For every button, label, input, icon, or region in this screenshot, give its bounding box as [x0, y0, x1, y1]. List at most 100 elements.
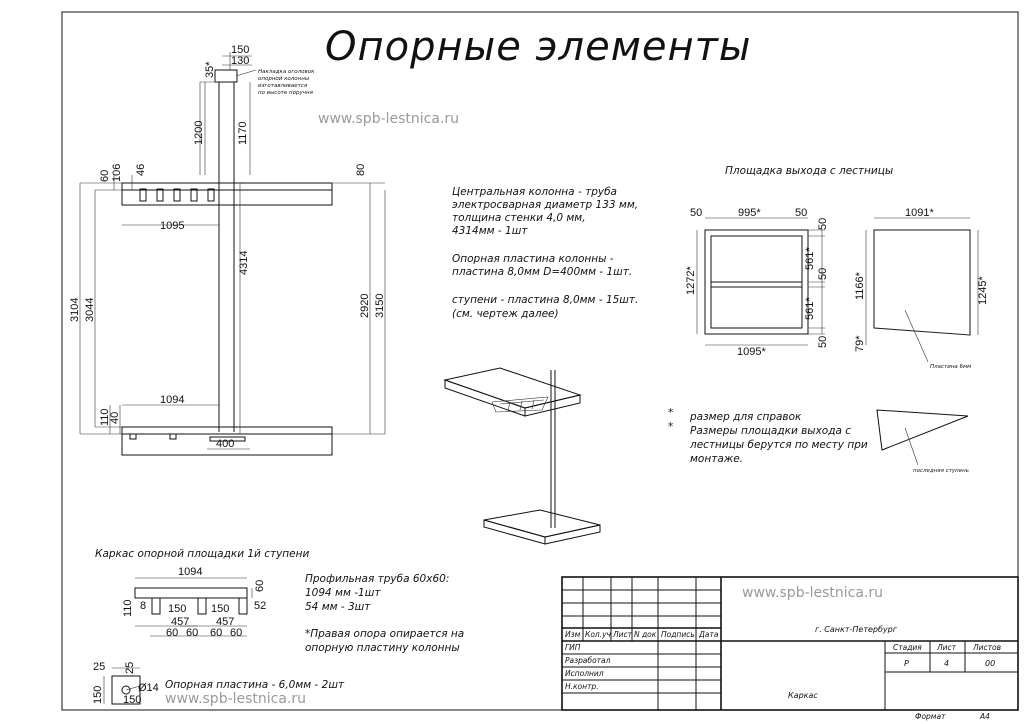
tb-sheet: 4: [944, 659, 949, 668]
dim-110: 110: [99, 408, 111, 426]
fr-dim-60: 60: [254, 580, 266, 592]
tb-watermark: www.spb-lestnica.ru: [742, 585, 883, 601]
svg-text:размер для справок: размер для справок: [689, 411, 802, 423]
svg-text:пластина 8,0мм D=400мм - 1шт.: пластина 8,0мм D=400мм - 1шт.: [452, 266, 632, 278]
tb-h-podpis: Подпись: [661, 630, 695, 639]
dim-400: 400: [216, 438, 234, 450]
pp-dim-79: 79*: [854, 335, 866, 352]
title-block: [561, 576, 1019, 711]
pd-dim-150b: 150: [123, 694, 141, 706]
tb-h-list: Лист: [612, 630, 633, 639]
svg-text:(см. чертеж далее): (см. чертеж далее): [452, 308, 559, 320]
svg-text:изготавливается: изготавливается: [258, 83, 308, 89]
pl-dim-50a: 50: [690, 207, 702, 219]
pd-dim-150a: 150: [92, 686, 104, 704]
frame-drawing: [134, 577, 253, 637]
svg-text:по высоте поручня: по высоте поручня: [258, 90, 314, 96]
svg-text:ступени - пластина 8,0мм - 15ш: ступени - пластина 8,0мм - 15шт.: [452, 294, 638, 306]
svg-text:монтаже.: монтаже.: [690, 453, 743, 465]
svg-text:опорную пластину колонны: опорную пластину колонны: [305, 642, 460, 654]
svg-text:Накладка оголовок: Накладка оголовок: [258, 69, 315, 75]
pl-dim-50b: 50: [795, 207, 807, 219]
fr-dim-1094: 1094: [178, 566, 202, 578]
tb-stage: Р: [904, 659, 909, 668]
dim-46: 46: [135, 164, 147, 176]
side-view: [79, 52, 386, 456]
fr-dim-150b: 150: [211, 603, 229, 615]
dim-60: 60: [99, 170, 111, 182]
pp-dim-1245: 1245*: [977, 276, 989, 305]
watermark-top: www.spb-lestnica.ru: [318, 111, 459, 127]
tb-col-sheet: Лист: [936, 643, 957, 652]
svg-text:опорной колонны: опорной колонны: [258, 76, 310, 82]
tb-h-data: Дата: [698, 630, 719, 639]
sheet-border: [61, 11, 1019, 711]
fr-dim-457b: 457: [216, 616, 234, 628]
fr-dim-60a: 60: [166, 627, 178, 639]
tb-format-label: Формат: [915, 712, 946, 721]
svg-text:Опорная пластина колонны -: Опорная пластина колонны -: [452, 253, 614, 265]
pd-dim-25b: 25: [124, 662, 136, 674]
rail-note: Накладка оголовок опорной колонны изгота…: [258, 69, 315, 96]
dim-top-35: 35*: [204, 61, 216, 78]
platform-plan: [696, 217, 825, 346]
platform-title: Площадка выхода с лестницы: [725, 165, 893, 177]
pp-dim-1166: 1166*: [854, 271, 866, 300]
platform-plate: [865, 217, 979, 363]
dim-3104: 3104: [69, 298, 81, 322]
tb-name: Каркас: [788, 691, 818, 700]
tb-role-nkontr: Н.контр.: [565, 682, 599, 691]
plate-label: Пластина 6мм: [930, 364, 971, 370]
frame-notes: Профильная труба 60х60: 1094 мм -1шт 54 …: [305, 573, 464, 654]
pl-dim-50e: 50: [817, 336, 829, 348]
pl-dim-50c: 50: [817, 218, 829, 230]
tb-role-razrab: Разработал: [565, 656, 611, 665]
watermark-bottom: www.spb-lestnica.ru: [165, 691, 306, 707]
pl-dim-995: 995*: [738, 207, 761, 219]
fr-dim-8: 8: [140, 600, 146, 612]
main-notes: Центральная колонна - труба электросварн…: [452, 186, 638, 320]
svg-text:*: *: [668, 421, 673, 433]
dim-80: 80: [355, 164, 367, 176]
svg-text:лестницы берутся по месту при: лестницы берутся по месту при: [689, 439, 868, 451]
dim-4314: 4314: [238, 251, 250, 275]
svg-text:1094 мм -1шт: 1094 мм -1шт: [305, 587, 381, 599]
fr-dim-60d: 60: [230, 627, 242, 639]
dim-1170: 1170: [237, 121, 249, 145]
tb-col-sheets: Листов: [972, 643, 1001, 652]
svg-text:*: *: [668, 407, 673, 419]
svg-text:*Правая опора опирается на: *Правая опора опирается на: [305, 628, 464, 640]
dim-top-150: 150: [231, 44, 249, 56]
dim-2920: 2920: [359, 294, 371, 318]
dim-1200: 1200: [193, 121, 205, 145]
pl-dim-561a: 561*: [804, 247, 816, 270]
svg-text:толщина стенки 4,0 мм,: толщина стенки 4,0 мм,: [452, 212, 586, 224]
fr-dim-150a: 150: [168, 603, 186, 615]
svg-text:Центральная колонна - труба: Центральная колонна - труба: [452, 186, 617, 198]
pl-dim-561b: 561*: [804, 297, 816, 320]
fr-dim-60b: 60: [186, 627, 198, 639]
dim-1095: 1095: [160, 220, 184, 232]
pp-dim-1091: 1091*: [905, 207, 934, 219]
dim-3150: 3150: [374, 294, 386, 318]
pd-hole: Ø14: [138, 682, 159, 694]
tb-city: г. Санкт-Петербург: [815, 625, 898, 634]
dim-106: 106: [111, 164, 123, 182]
dim-1094: 1094: [160, 394, 184, 406]
dim-3044: 3044: [84, 298, 96, 322]
pl-dim-1272: 1272*: [685, 266, 697, 295]
fr-dim-60c: 60: [210, 627, 222, 639]
tb-col-stage: Стадия: [893, 643, 922, 652]
fr-dim-52: 52: [254, 600, 266, 612]
tb-h-ndok: N док: [634, 630, 657, 639]
tb-h-koluch: Кол.уч: [585, 630, 612, 639]
fr-dim-110: 110: [122, 599, 134, 617]
tb-sheets: 00: [985, 659, 995, 668]
svg-text:электросварная диаметр 133 мм,: электросварная диаметр 133 мм,: [452, 199, 638, 211]
legend: * размер для справок * Размеры площадки …: [668, 407, 868, 465]
fr-dim-457a: 457: [171, 616, 189, 628]
tb-role-ispoln: Исполнил: [565, 669, 604, 678]
tb-h-izm: Изм: [565, 630, 581, 639]
page-title: Опорные элементы: [325, 24, 752, 70]
